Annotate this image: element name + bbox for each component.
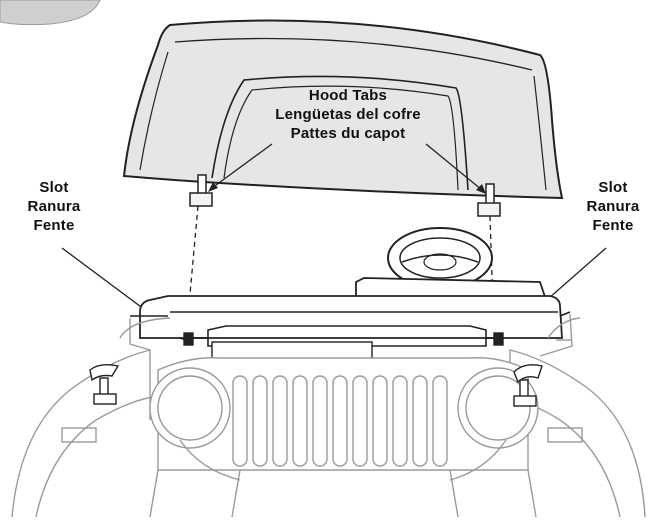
hood-tab-leader-left <box>211 143 273 189</box>
slot-left <box>183 332 194 346</box>
slot-label-left: Slot Ranura Fente <box>14 178 94 235</box>
hood-latch-left <box>89 363 120 405</box>
slot-right-label-es: Ranura <box>586 198 640 215</box>
hood-tabs-label-fr: Pattes du capot <box>290 125 406 142</box>
hood-top-ridge <box>174 37 533 71</box>
turn-signal-left <box>61 427 97 443</box>
hood-tabs-label-es: Lengüetas del cofre <box>275 106 421 123</box>
corner-badge <box>0 0 101 26</box>
fender-left <box>11 349 151 518</box>
hood-inner-panel-inner <box>223 85 459 191</box>
slot-right <box>493 332 504 346</box>
slot-left-label-en: Slot <box>39 179 69 196</box>
turn-signal-right <box>547 427 583 443</box>
headlight-left <box>149 367 231 449</box>
slot-label-right: Slot Ranura Fente <box>573 178 653 235</box>
hood-left-ridge <box>139 51 169 171</box>
grille-frame-top <box>207 325 487 347</box>
hood-right-ridge <box>533 75 547 191</box>
hood-tab-leader-right <box>425 143 483 191</box>
hood-inner-panel-outer <box>211 75 469 191</box>
slot-right-label-en: Slot <box>598 179 628 196</box>
hood-tabs-label: Hood Tabs Lengüetas del cofre Pattes du … <box>238 86 458 143</box>
slot-right-label-fr: Fente <box>592 217 634 234</box>
hood-tabs-label-en: Hood Tabs <box>308 87 388 104</box>
fender-right <box>509 349 646 518</box>
hood-shape <box>122 19 564 200</box>
slot-left-label-es: Ranura <box>27 198 81 215</box>
hood <box>122 19 564 217</box>
headlight-right <box>457 367 539 449</box>
steering-wheel <box>387 227 493 289</box>
hood-latch-right <box>513 364 543 407</box>
hood-tab-arrow-right <box>476 184 486 194</box>
hood-tab-arrow-left <box>208 182 218 192</box>
slot-left-label-fr: Fente <box>33 217 75 234</box>
hood-tab-left <box>189 174 213 207</box>
grille-slots <box>232 375 448 467</box>
vehicle-body <box>11 227 646 518</box>
